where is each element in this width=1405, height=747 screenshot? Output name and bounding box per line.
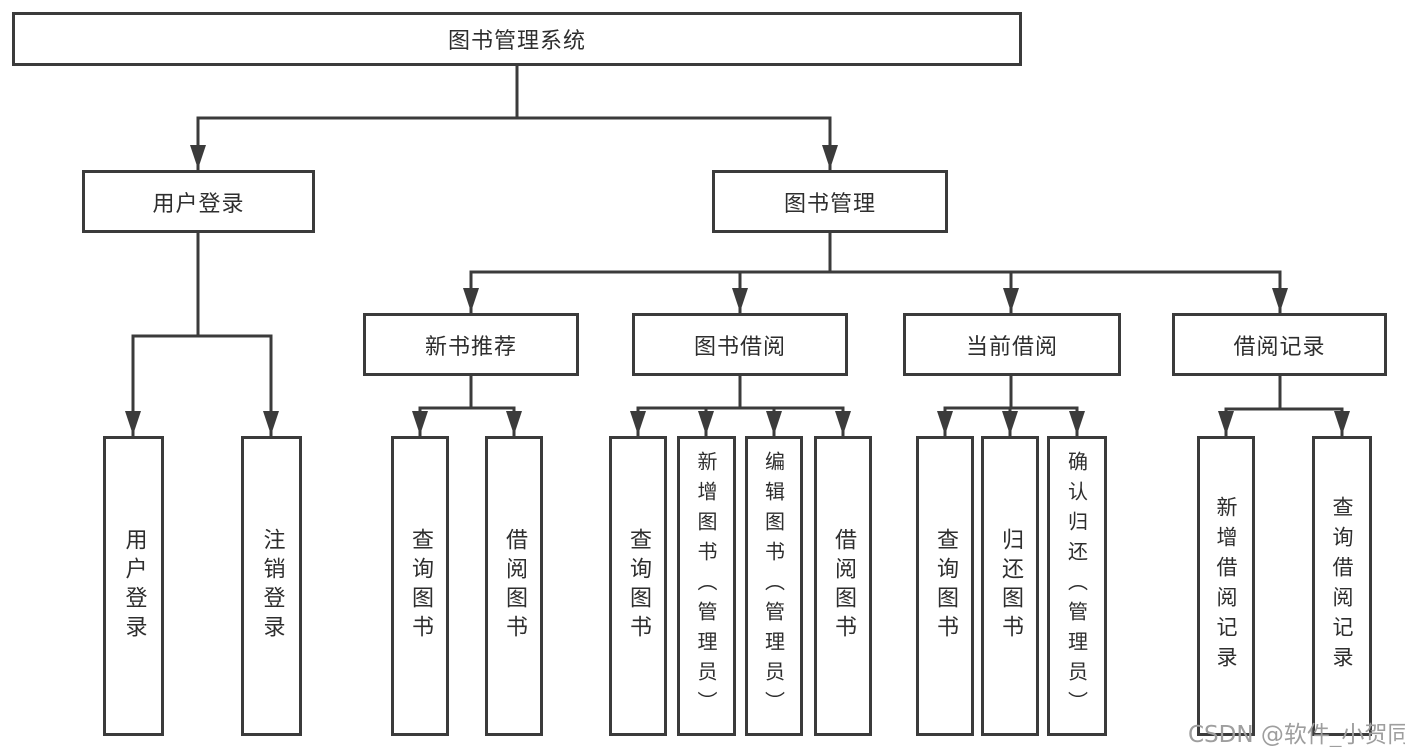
node-current-borrow: 当前借阅 (903, 313, 1121, 376)
node-new-book-recommend: 新书推荐 (363, 313, 579, 376)
connector-book-management-children (463, 231, 1288, 314)
leaf-query-books-current: 查询图书 (916, 436, 974, 736)
leaf-query-borrow-record: 查询借阅记录 (1312, 436, 1372, 736)
node-root-system: 图书管理系统 (12, 12, 1022, 66)
node-borrow-records: 借阅记录 (1172, 313, 1387, 376)
connector-current-borrow-children (937, 374, 1085, 437)
leaf-logout: 注销登录 (241, 436, 302, 736)
leaf-query-books-borrow: 查询图书 (609, 436, 667, 736)
leaf-confirm-return-admin: 确认归还（管理员） (1047, 436, 1107, 736)
connector-root-to-level2 (190, 64, 838, 171)
leaf-add-borrow-record: 新增借阅记录 (1197, 436, 1255, 736)
connector-borrow-records-children (1218, 374, 1350, 437)
leaf-user-login: 用户登录 (103, 436, 164, 736)
leaf-edit-book-admin: 编辑图书（管理员） (745, 436, 803, 736)
node-user-login: 用户登录 (82, 170, 315, 233)
leaf-query-books-recommend: 查询图书 (391, 436, 449, 736)
connector-user-login-children (125, 231, 279, 437)
csdn-watermark: CSDN @软件_小贺同学 (1188, 722, 1405, 747)
leaf-return-book: 归还图书 (981, 436, 1039, 736)
node-book-management: 图书管理 (712, 170, 948, 233)
connector-book-borrow-children (630, 374, 851, 437)
leaf-borrow-books: 借阅图书 (814, 436, 872, 736)
node-book-borrow: 图书借阅 (632, 313, 848, 376)
leaf-add-book-admin: 新增图书（管理员） (677, 436, 736, 736)
connector-new-book-recommend-children (412, 374, 522, 437)
leaf-borrow-books-recommend: 借阅图书 (485, 436, 543, 736)
